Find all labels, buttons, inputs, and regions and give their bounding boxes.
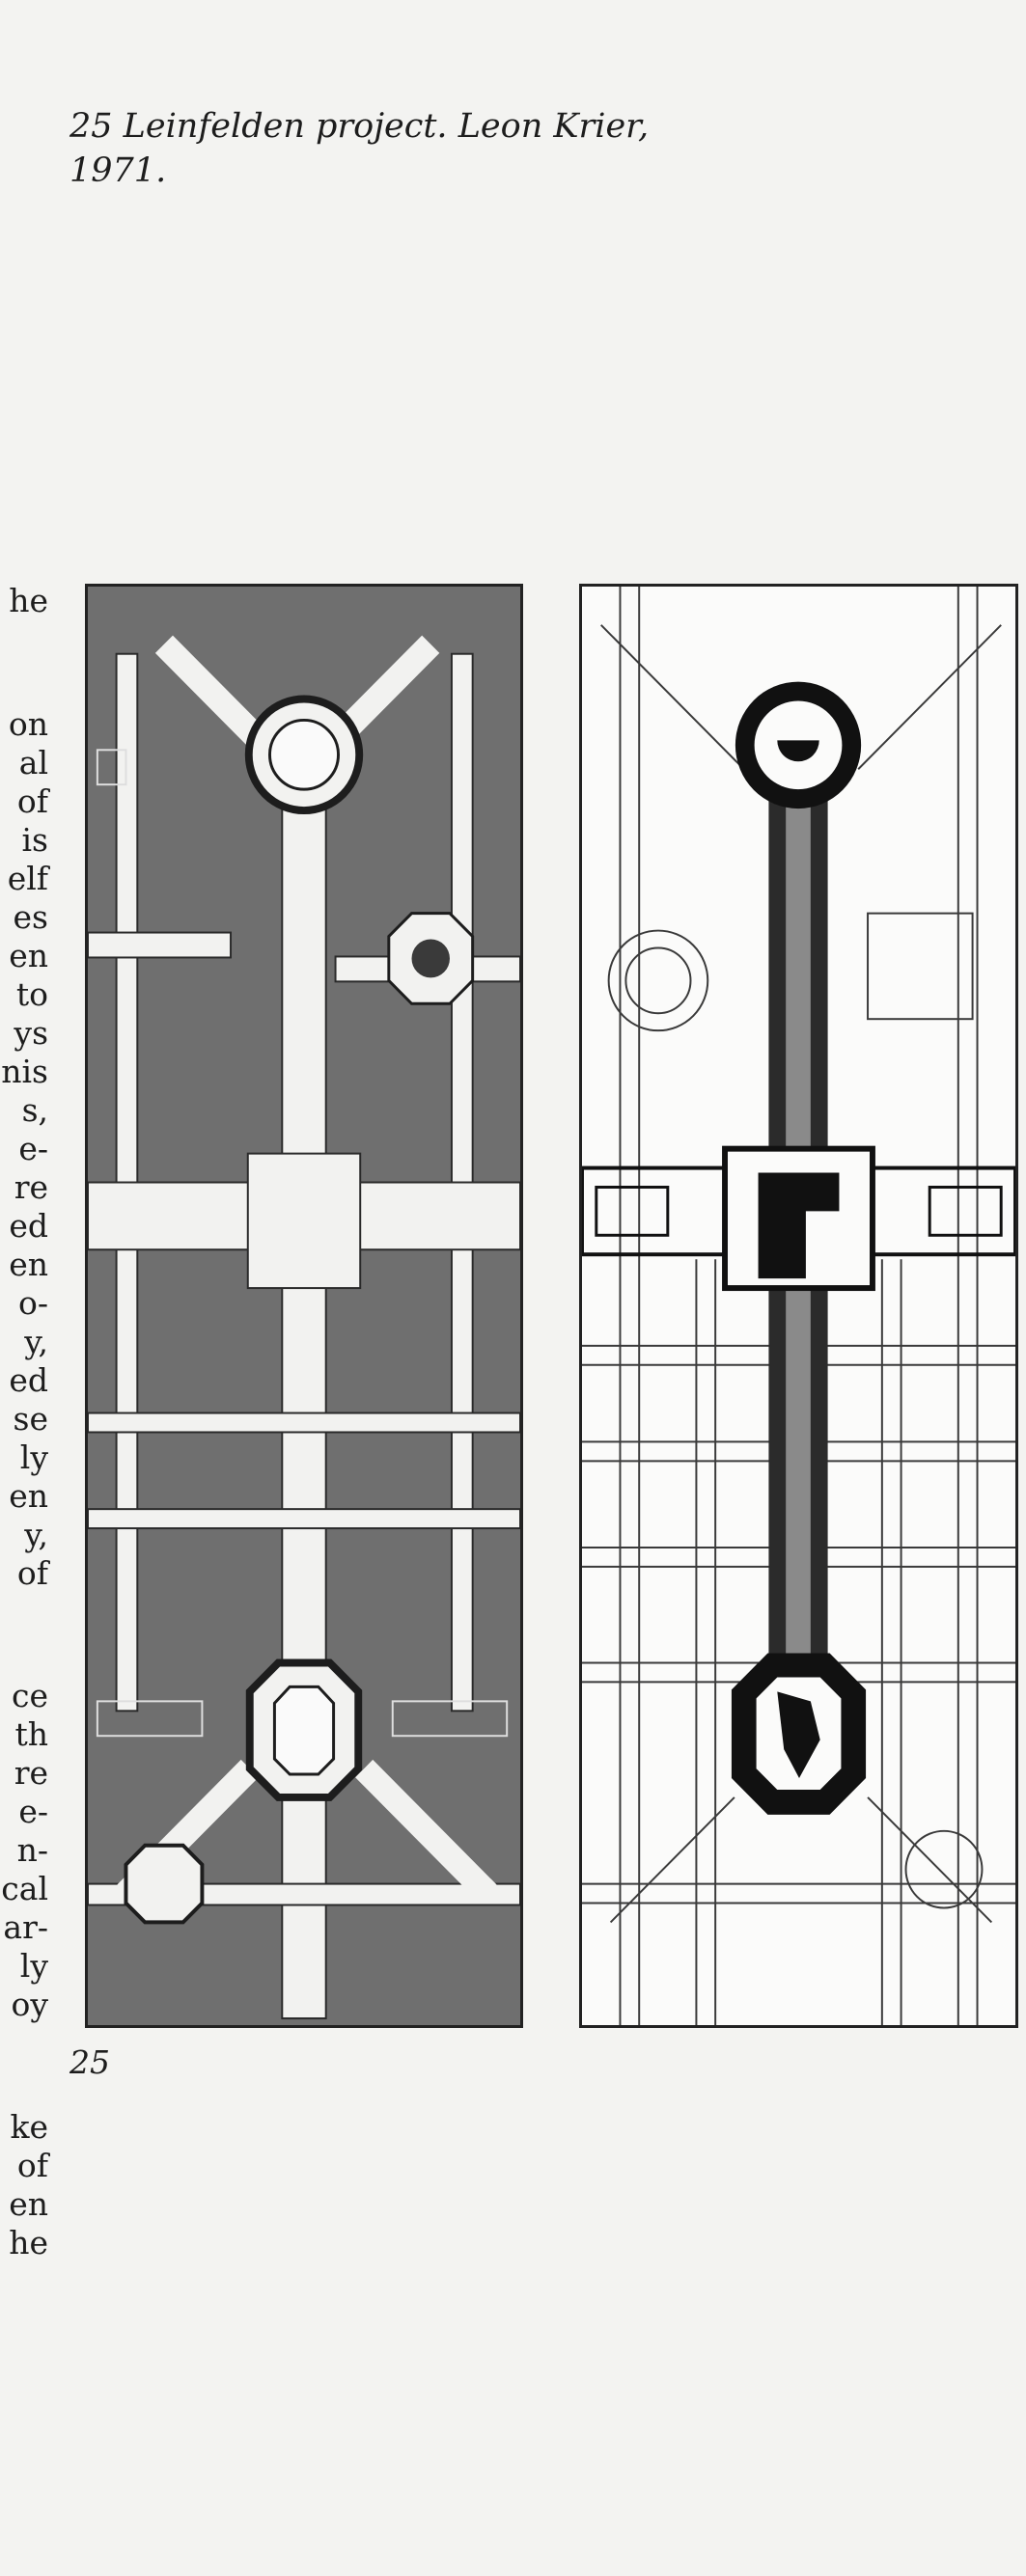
text-fragment: he <box>9 582 48 619</box>
text-fragment: en <box>9 937 48 974</box>
text-fragment: y, <box>24 1323 48 1360</box>
text-fragment: ed <box>9 1207 48 1245</box>
text-fragment: to <box>15 975 48 1013</box>
text-fragment: he <box>9 2224 48 2261</box>
text-fragment: re <box>14 1754 48 1792</box>
figure-caption: 25 Leinfelden project. Leon Krier, 1971. <box>69 104 668 193</box>
text-fragment: of <box>16 782 48 820</box>
text-fragment: n- <box>16 1831 48 1869</box>
text-fragment: en <box>9 1477 48 1515</box>
site-plan-figure-ground-drawing <box>88 635 520 2020</box>
text-fragment: y, <box>24 1516 48 1553</box>
text-fragment: es <box>13 898 48 936</box>
text-fragment: se <box>13 1400 48 1438</box>
text-fragment: on <box>8 705 48 743</box>
text-fragment: ly <box>19 1947 48 1985</box>
text-fragment: nis <box>1 1053 48 1090</box>
text-fragment: re <box>14 1168 48 1206</box>
text-fragment: e- <box>18 1130 48 1167</box>
text-fragment: al <box>18 744 48 781</box>
text-fragment: of <box>16 2147 48 2184</box>
text-fragment: of <box>16 1554 48 1592</box>
text-fragment: oy <box>11 1986 48 2023</box>
figure-number: 25 <box>69 2043 110 2081</box>
text-fragment: s, <box>21 1091 48 1129</box>
text-fragment: ed <box>9 1361 48 1399</box>
text-fragment: is <box>21 821 49 859</box>
text-fragment: ce <box>11 1677 48 1714</box>
site-plan-line-drawing-art <box>582 587 1015 2025</box>
text-fragment: th <box>14 1715 48 1753</box>
text-fragment: en <box>9 1246 48 1283</box>
text-fragment: elf <box>7 860 48 897</box>
text-fragment: en <box>9 2185 48 2223</box>
site-plan-line-drawing <box>579 584 1018 2028</box>
cropped-body-text-column: he on al of is elf es en to ys nis s, e-… <box>0 0 77 2576</box>
text-fragment: o- <box>17 1284 48 1322</box>
text-fragment: ys <box>14 1014 48 1052</box>
caption-line-2: 1971. <box>69 151 167 190</box>
text-fragment: e- <box>18 1793 48 1830</box>
text-fragment: cal <box>1 1870 48 1907</box>
text-fragment: ke <box>10 2108 48 2146</box>
caption-line-1: 25 Leinfelden project. Leon Krier, <box>69 107 650 146</box>
text-fragment: ly <box>19 1439 48 1476</box>
text-fragment: ar- <box>3 1908 48 1946</box>
site-plan-figure-ground <box>85 584 523 2028</box>
